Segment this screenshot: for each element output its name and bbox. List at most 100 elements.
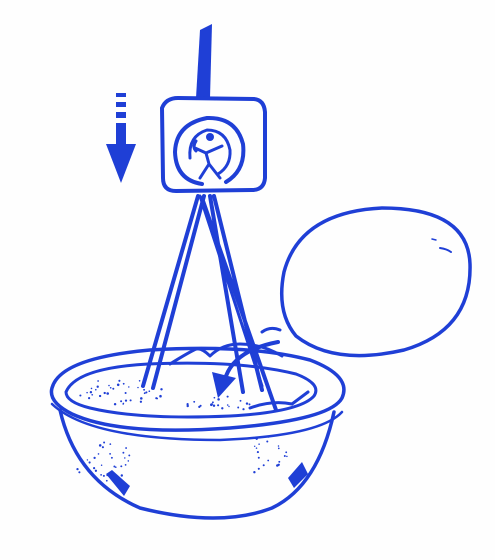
stipple-dot — [93, 467, 95, 469]
stipple-dot — [242, 408, 244, 410]
stipple-dot — [90, 391, 92, 393]
stipple-dot — [95, 389, 97, 391]
stipple-dot — [93, 457, 95, 459]
stipple-dot — [123, 383, 125, 385]
stipple-dot — [156, 398, 158, 400]
stipple-dot — [160, 388, 162, 390]
stipple-dot — [99, 444, 102, 447]
stipple-dot — [118, 380, 120, 382]
stipple-dot — [278, 445, 280, 447]
stipple-dot — [255, 438, 257, 440]
stipple-dot — [79, 394, 81, 396]
stipple-dot — [106, 480, 108, 482]
stipple-dot — [91, 388, 93, 390]
stipple-dot — [148, 390, 150, 392]
stipple-dot — [267, 460, 269, 462]
stipple-dot — [91, 394, 93, 396]
stipple-dot — [263, 464, 265, 466]
stipple-dot — [110, 387, 112, 389]
small-arrow-icon — [106, 462, 308, 496]
stipple-dot — [144, 392, 146, 394]
stipple-dot — [114, 403, 116, 405]
stipple-dot — [145, 391, 147, 393]
stipple-dot — [87, 459, 88, 460]
stipple-dot — [256, 447, 258, 449]
stipple-dot — [159, 395, 162, 398]
stipple-dot — [125, 392, 127, 394]
person-in-circle-logo-icon — [175, 118, 243, 184]
stipple-dot — [139, 380, 141, 382]
stipple-dot — [257, 451, 259, 453]
stipple-dot — [101, 464, 102, 465]
stipple-dot — [268, 436, 270, 438]
stipple-dot — [276, 464, 279, 467]
stipple-dot — [100, 474, 102, 476]
pulley-box-icon — [162, 98, 265, 191]
stipple-dot — [86, 392, 88, 394]
stipple-dot — [103, 442, 105, 444]
stipple-dot — [95, 470, 97, 472]
stipple-dot — [213, 404, 215, 406]
stipple-dot — [108, 385, 110, 387]
stipple-dot — [106, 392, 109, 395]
stipple-dot — [227, 396, 229, 398]
stipple-dot — [278, 461, 280, 463]
stipple-dot — [117, 384, 120, 387]
stipple-dot — [142, 385, 144, 387]
stipple-dot — [125, 399, 127, 401]
stipple-dot — [115, 466, 117, 468]
stipple-dot — [76, 468, 78, 470]
stipple-dot — [214, 397, 216, 399]
stipple-dot — [97, 380, 99, 382]
stipple-dot — [221, 407, 223, 409]
stipple-dot — [111, 457, 113, 459]
stipple-dot — [104, 392, 106, 394]
dashed-arrow-down-icon — [106, 93, 136, 183]
stipple-dot — [125, 464, 127, 466]
stipple-dot — [143, 389, 145, 391]
oval-lid-icon — [282, 208, 470, 356]
stipple-dot — [217, 404, 219, 406]
stipple-dot — [240, 400, 242, 402]
stipple-dot — [125, 447, 127, 449]
stipple-dot — [140, 397, 143, 400]
stipple-dot — [122, 403, 124, 405]
stipple-dot — [186, 405, 188, 407]
stipple-dot — [249, 403, 251, 405]
stipple-dot — [227, 404, 229, 406]
stipple-dot — [130, 399, 132, 401]
stipple-dot — [285, 451, 287, 453]
stipple-dot — [258, 468, 260, 470]
stipple-dot — [217, 398, 220, 401]
stipple-dot — [88, 397, 90, 399]
stipple-dot — [128, 386, 129, 387]
bowl-icon — [51, 344, 343, 518]
stipple-dot — [246, 402, 248, 404]
stipple-dot — [198, 406, 200, 408]
stipple-dot — [122, 452, 124, 454]
stipple-dot — [109, 443, 111, 445]
stipple-dot — [112, 388, 114, 390]
stipple-dot — [78, 471, 80, 473]
stipple-dot — [237, 407, 239, 409]
stipple-dot — [124, 457, 125, 458]
stipple-dot — [140, 401, 142, 403]
stipple-dot — [103, 475, 105, 477]
stipple-dot — [253, 471, 255, 473]
stipple-dot — [102, 446, 104, 448]
stipple-dot — [120, 465, 122, 467]
stipple-dot — [121, 474, 123, 476]
stipple-dot — [128, 460, 130, 462]
stipple-dot — [193, 401, 195, 403]
arrow-up-icon — [196, 24, 212, 98]
stipple-dot — [254, 446, 255, 447]
support-cords — [143, 196, 276, 410]
stipple-dot — [210, 404, 213, 407]
stipple-dot — [97, 386, 99, 388]
stipple-dot — [120, 400, 122, 402]
stipple-dot — [258, 457, 260, 459]
stipple-dot — [266, 440, 268, 442]
stipple-dot — [98, 453, 100, 455]
